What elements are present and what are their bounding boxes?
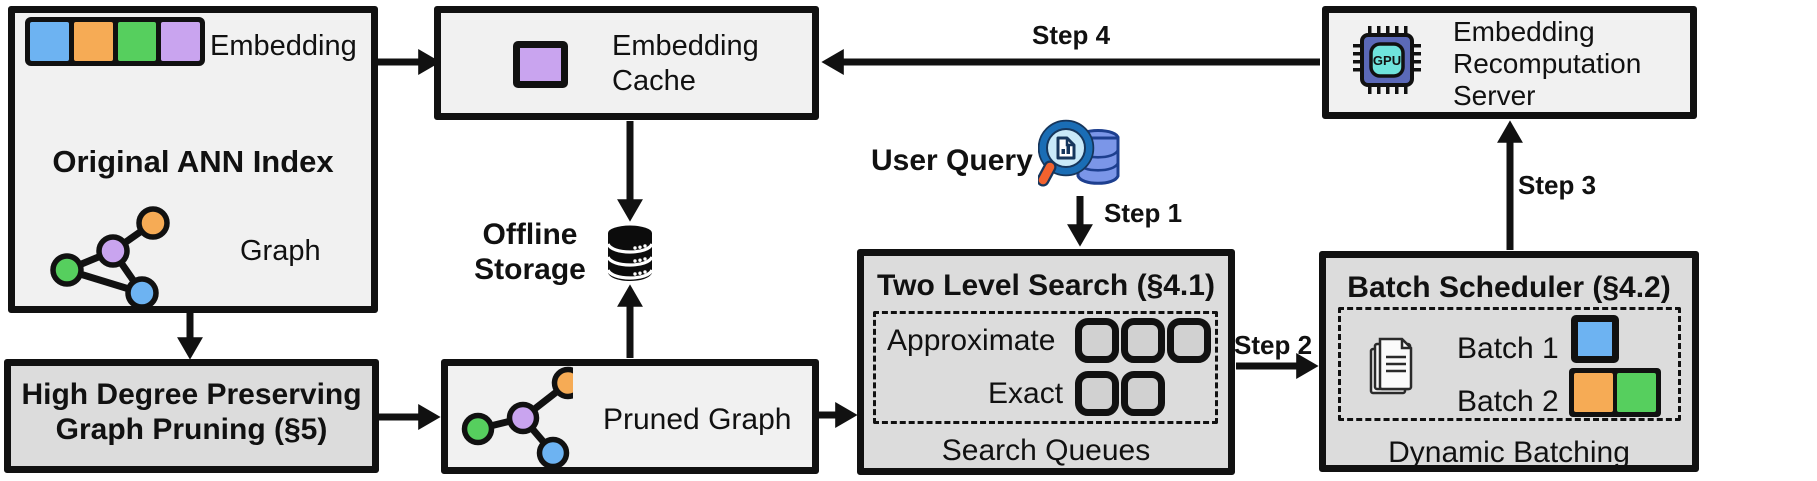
- user-query-label: User Query: [871, 144, 1033, 177]
- gpu-chip-icon: GPU: [1353, 26, 1421, 94]
- step3-label: Step 3: [1518, 170, 1597, 200]
- offline-storage-label-line1: Offline: [482, 218, 578, 251]
- two-level-search-title: Two Level Search (§4.1): [877, 269, 1215, 302]
- offline-storage-label-line2: Storage: [474, 253, 586, 286]
- step4-label: Step 4: [1032, 20, 1111, 50]
- batch2-label: Batch 2: [1457, 385, 1559, 418]
- batch1-blue-square-icon: [1571, 315, 1619, 363]
- graph-label: Graph: [240, 235, 321, 267]
- batch-scheduler-title: Batch Scheduler (§4.2): [1347, 271, 1671, 304]
- graph-icon: [50, 206, 170, 310]
- batch2-green-square-icon: [1617, 373, 1656, 412]
- dynamic-batching-caption: Dynamic Batching: [1388, 436, 1630, 469]
- embedding-vector-icon: [25, 17, 205, 66]
- batch-scheduler-box: Batch Scheduler (§4.2) Batch 1 Batch 2 D…: [1319, 251, 1699, 472]
- original-ann-index-box: Embedding Original ANN Index Graph: [8, 6, 378, 313]
- pruned-graph-icon: [461, 366, 573, 467]
- queue-slot-icon: [1075, 371, 1119, 416]
- search-queues-caption: Search Queues: [941, 434, 1151, 467]
- embedding-label: Embedding: [210, 30, 357, 62]
- queue-slot-icon: [1167, 318, 1211, 363]
- recomputation-server-box: GPU Embedding Recomputation Server: [1322, 6, 1697, 119]
- graph-pruning-box: High Degree Preserving Graph Pruning (§5…: [4, 359, 379, 473]
- exact-label: Exact: [988, 377, 1064, 410]
- batch1-label: Batch 1: [1457, 332, 1559, 365]
- graph-pruning-title: High Degree Preserving Graph Pruning (§5…: [11, 377, 372, 447]
- recomputation-server-label-line2: Recomputation: [1453, 48, 1642, 79]
- offline-storage-label: Offline Storage: [466, 217, 594, 287]
- embedding-cell-green-icon: [117, 22, 157, 61]
- recomputation-server-label-line3: Server: [1453, 80, 1536, 111]
- graph-pruning-title-line2: Graph Pruning (§5): [55, 413, 328, 446]
- offline-storage-database-icon: [606, 225, 654, 281]
- two-level-search-box: Two Level Search (§4.1) Approximate Exac…: [857, 249, 1235, 475]
- approximate-label: Approximate: [887, 324, 1056, 357]
- queue-slot-icon: [1121, 371, 1165, 416]
- dynamic-batching-dashed-box: [1338, 307, 1681, 421]
- documents-stack-icon: [1369, 337, 1413, 395]
- user-query-search-database-icon: [1038, 119, 1120, 187]
- ann-index-title: Original ANN Index: [52, 144, 334, 179]
- cached-embedding-square-icon: [513, 41, 568, 88]
- pruned-graph-label: Pruned Graph: [603, 403, 792, 436]
- embedding-cell-purple-icon: [161, 22, 200, 61]
- recomputation-server-label-line1: Embedding: [1453, 16, 1595, 47]
- batch2-orange-square-icon: [1574, 373, 1613, 412]
- embedding-cache-box: Embedding Cache: [434, 6, 819, 120]
- exact-queue-icons: [1075, 371, 1165, 416]
- embedding-cache-label-line1: Embedding: [612, 30, 759, 62]
- graph-pruning-title-line1: High Degree Preserving: [21, 378, 362, 411]
- queue-slot-icon: [1121, 318, 1165, 363]
- recomputation-server-label: Embedding Recomputation Server: [1453, 16, 1641, 112]
- step1-label: Step 1: [1104, 198, 1183, 228]
- search-queues-dashed-box: [873, 311, 1218, 424]
- embedding-cell-blue-icon: [30, 22, 69, 61]
- embedding-cache-label-line2: Cache: [612, 65, 696, 97]
- queue-slot-icon: [1075, 318, 1119, 363]
- step2-label: Step 2: [1234, 330, 1313, 360]
- pruned-graph-box: Pruned Graph: [441, 359, 819, 474]
- approximate-queue-icons: [1075, 318, 1211, 363]
- embedding-cache-label: Embedding Cache: [612, 29, 759, 99]
- embedding-cell-orange-icon: [73, 22, 113, 61]
- batch2-squares-icon: [1569, 368, 1661, 417]
- gpu-chip-label: GPU: [1373, 53, 1401, 68]
